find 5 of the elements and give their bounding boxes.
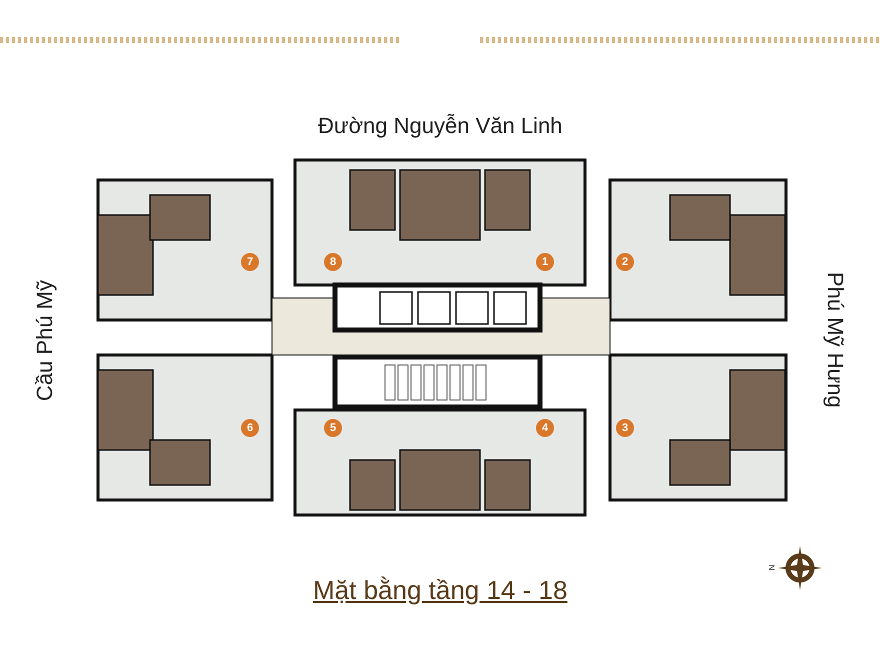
street-name: Cầu Phú Mỹ: [32, 280, 58, 401]
street-name: Đường Nguyễn Văn Linh: [318, 113, 562, 139]
compass-letter: N: [767, 564, 776, 570]
caption: Mặt bằng tầng 14 - 18: [313, 575, 568, 606]
street-name: Phú Mỹ Hưng: [822, 272, 848, 408]
